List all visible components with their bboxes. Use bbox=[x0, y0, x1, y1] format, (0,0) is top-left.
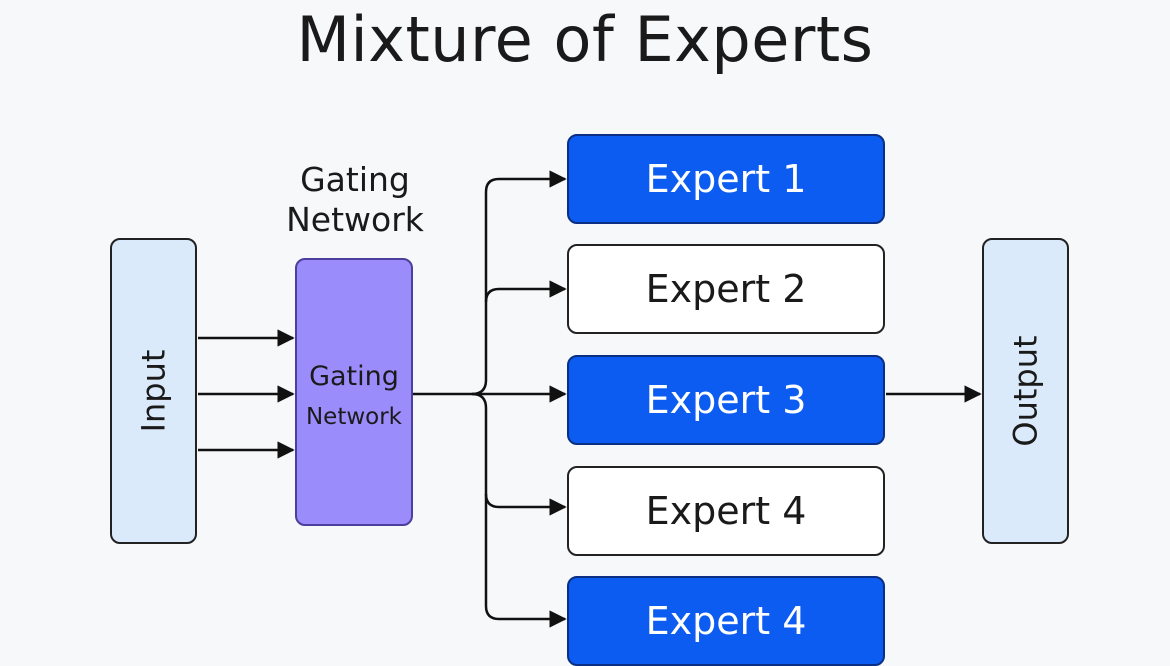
output-label: Output bbox=[1006, 335, 1045, 447]
expert-block-5: Expert 4 bbox=[567, 576, 885, 666]
arrow-to-expert-5 bbox=[471, 392, 567, 628]
arrow-to-expert-1 bbox=[471, 170, 567, 396]
expert-block-4: Expert 4 bbox=[567, 466, 885, 556]
expert-label-4: Expert 4 bbox=[645, 489, 807, 533]
gating-network-caption: Gating Network bbox=[250, 160, 460, 240]
expert-label-3: Expert 3 bbox=[645, 378, 807, 422]
arrow-to-expert-4 bbox=[484, 493, 567, 516]
input-label: Input bbox=[134, 349, 173, 433]
diagram-title: Mixture of Experts bbox=[296, 3, 874, 76]
gating-caption-line-2: Network bbox=[286, 200, 424, 239]
arrow-to-expert-2 bbox=[484, 280, 567, 303]
input-block: Input bbox=[110, 238, 197, 544]
gating-box-line-2: Network bbox=[305, 404, 403, 430]
gating-network-block: Gating Network bbox=[295, 258, 413, 526]
expert-block-1: Expert 1 bbox=[567, 134, 885, 224]
expert-block-3: Expert 3 bbox=[567, 355, 885, 445]
output-block: Output bbox=[982, 238, 1069, 544]
expert-label-2: Expert 2 bbox=[645, 267, 807, 311]
expert-block-2: Expert 2 bbox=[567, 244, 885, 334]
expert-label-5: Expert 4 bbox=[645, 599, 807, 643]
expert-label-1: Expert 1 bbox=[645, 157, 807, 201]
gating-caption-line-1: Gating bbox=[300, 160, 410, 199]
gating-box-line-1: Gating bbox=[309, 361, 399, 392]
